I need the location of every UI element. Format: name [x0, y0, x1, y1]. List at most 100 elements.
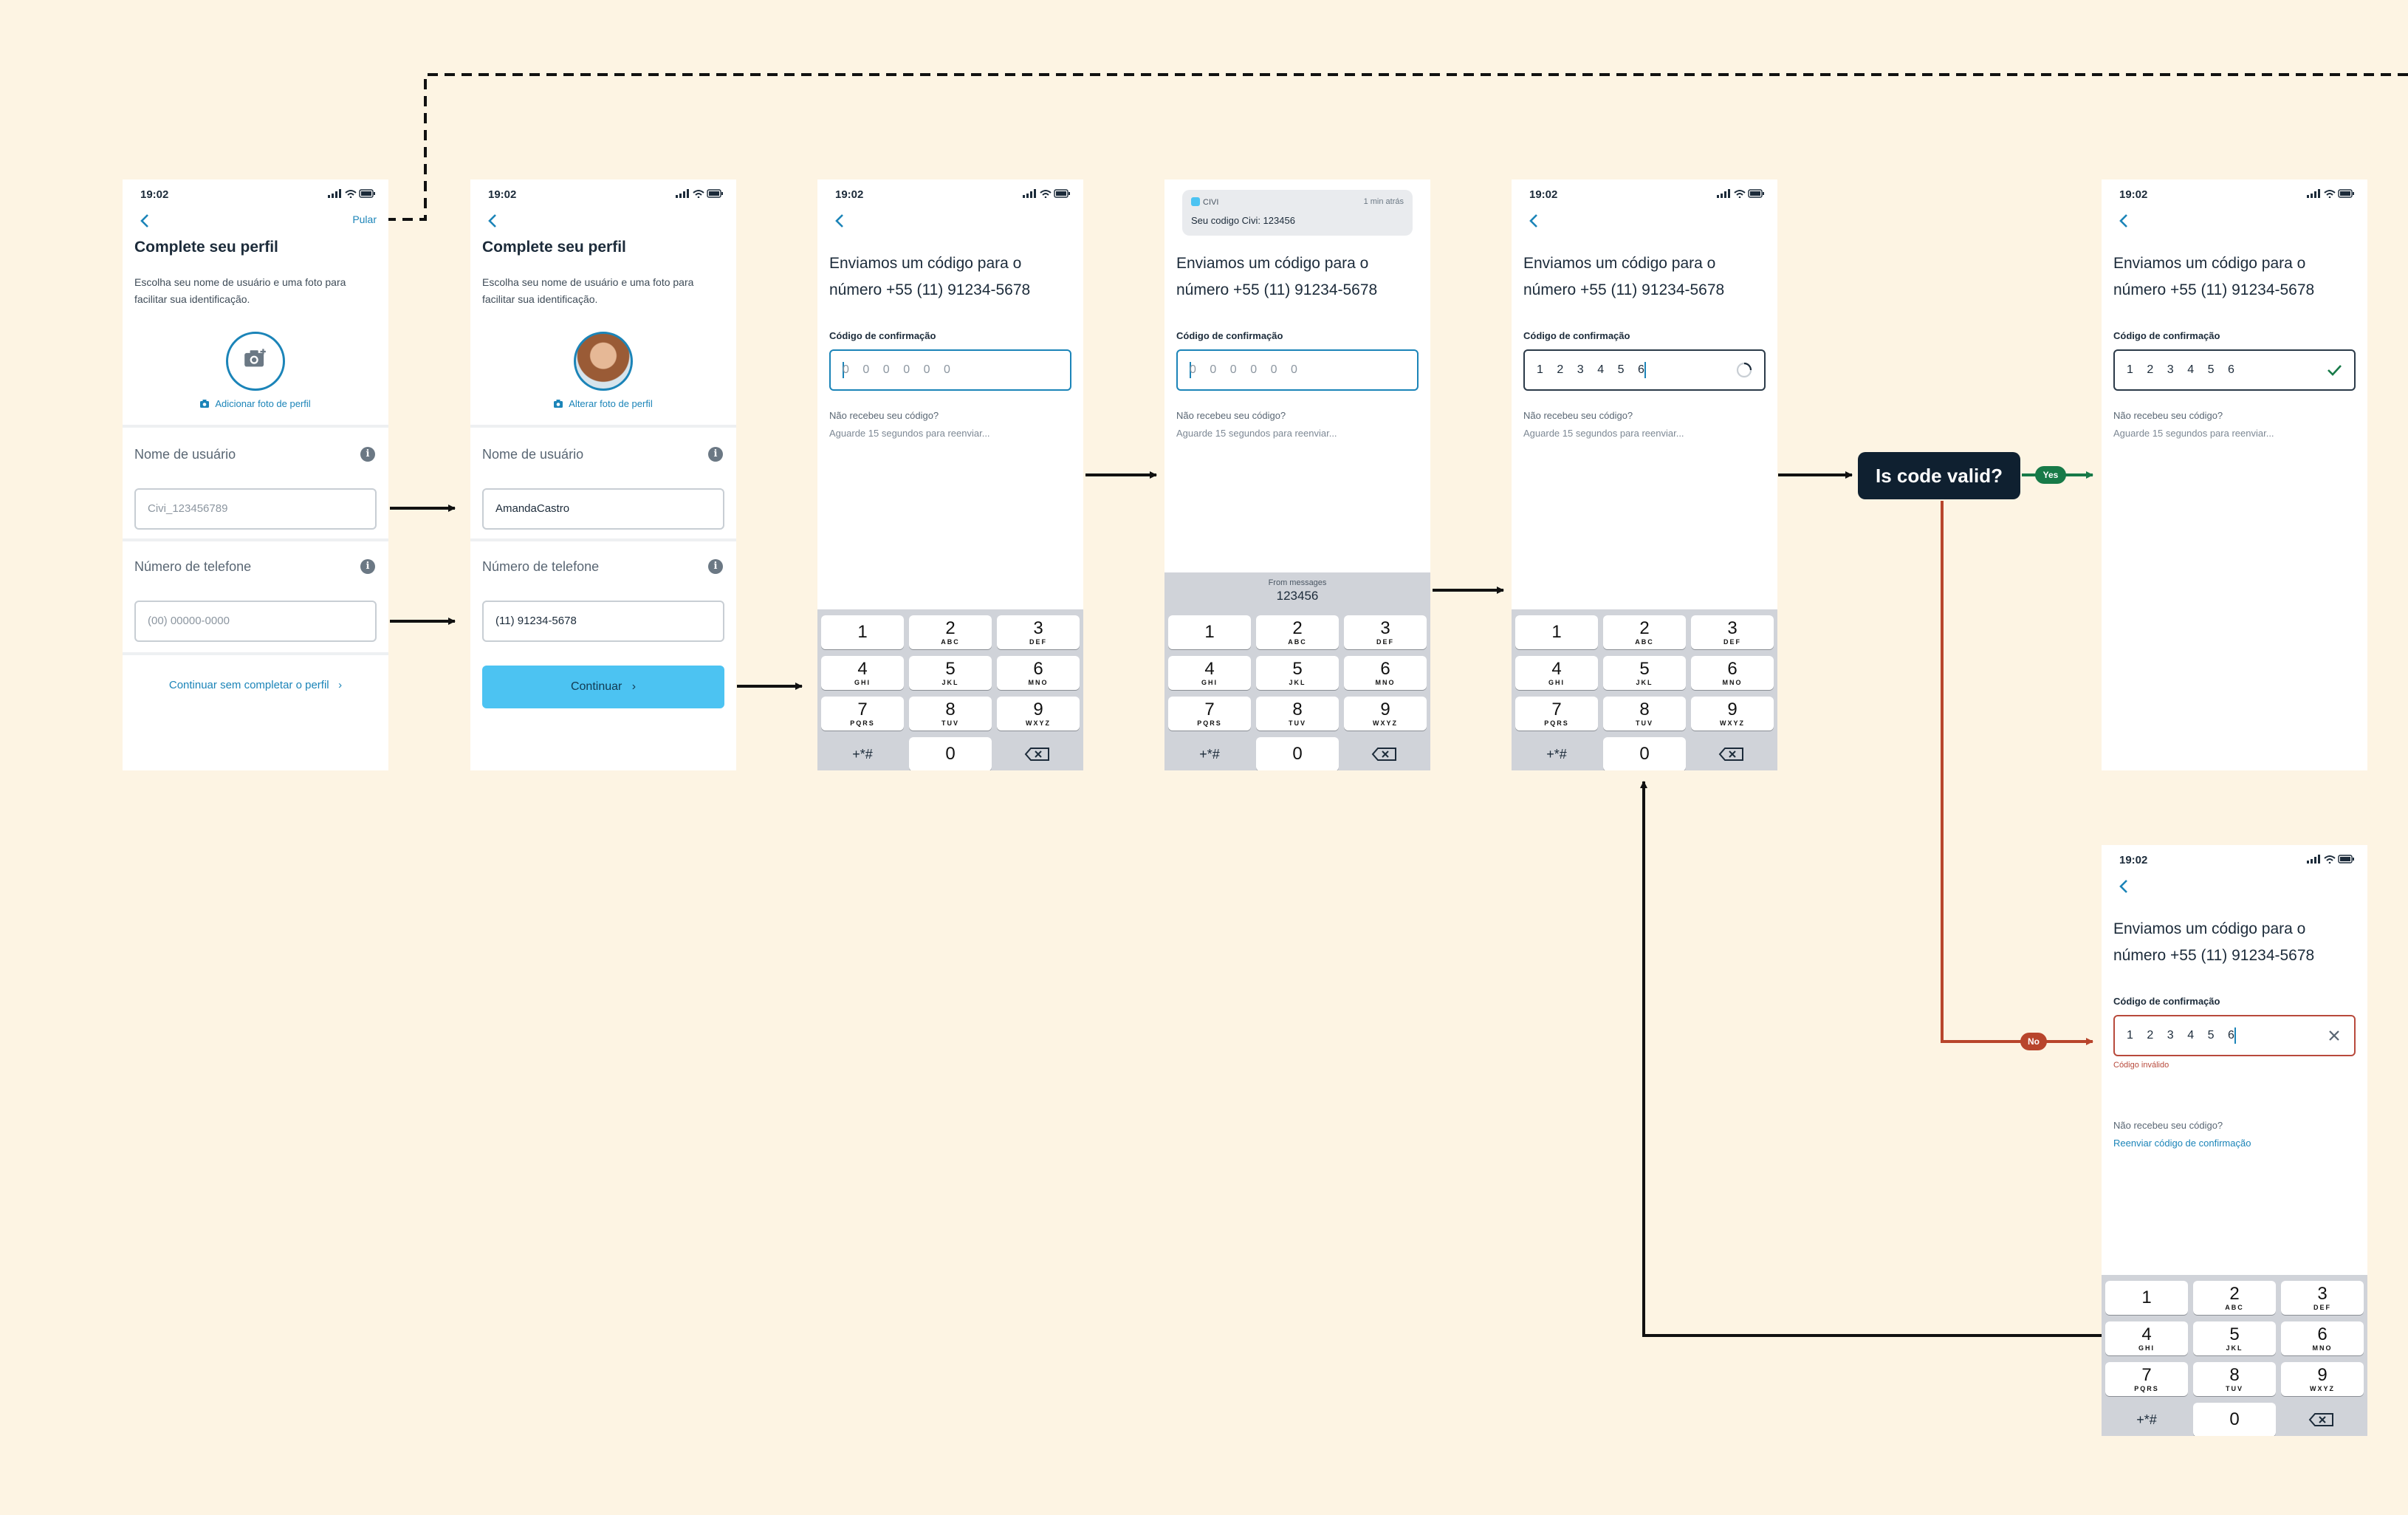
key-digit: 5 — [2229, 1324, 2240, 1344]
key-backspace[interactable] — [997, 737, 1080, 770]
chevron-left-icon[interactable] — [2116, 212, 2133, 230]
key-0[interactable]: 0 — [1256, 737, 1339, 770]
key-digit: 7 — [857, 700, 868, 719]
chevron-left-icon[interactable] — [1526, 212, 1543, 230]
key-0[interactable]: 0 — [2193, 1403, 2276, 1436]
key-digit: 3 — [1727, 618, 1738, 638]
status-icons — [1023, 189, 1070, 198]
sms-notification[interactable]: CIVI 1 min atrás Seu codigo Civi: 123456 — [1182, 190, 1413, 236]
info-icon[interactable]: i — [360, 447, 375, 462]
resend-link[interactable]: Reenviar código de confirmação — [2113, 1138, 2251, 1149]
key-1[interactable]: 1 — [1515, 615, 1598, 649]
chevron-left-icon[interactable] — [832, 212, 848, 230]
code-input[interactable]: 000000 — [829, 349, 1071, 391]
key-1[interactable]: 1 — [821, 615, 904, 649]
username-input[interactable]: Civi_123456789 — [134, 488, 377, 530]
key-digit: 4 — [1204, 659, 1215, 679]
info-icon[interactable]: i — [708, 447, 723, 462]
avatar[interactable] — [574, 332, 633, 391]
chevron-left-icon[interactable] — [485, 212, 501, 230]
avatar-placeholder[interactable] — [226, 332, 285, 391]
continue-label: Continuar — [570, 680, 622, 693]
key-0[interactable]: 0 — [1603, 737, 1686, 770]
username-label: Nome de usuário — [134, 447, 236, 462]
username-input[interactable]: AmandaCastro — [482, 488, 724, 530]
close-icon[interactable] — [2325, 1026, 2344, 1045]
key-backspace[interactable] — [2281, 1403, 2364, 1436]
phone-input[interactable]: (11) 91234-5678 — [482, 601, 724, 642]
key-letters: MNO — [1722, 679, 1743, 686]
key-digit: 3 — [1033, 618, 1043, 638]
divider — [470, 538, 736, 541]
chevron-left-icon[interactable] — [2116, 878, 2133, 895]
skip-link[interactable]: Pular — [352, 213, 377, 225]
key-symbols[interactable]: +*# — [1168, 737, 1251, 770]
verify-title: Enviamos um código para o número +55 (11… — [2113, 920, 2315, 964]
info-icon[interactable]: i — [360, 559, 375, 574]
screen-code-validating: 19:02 Enviamos um código para o número +… — [1512, 179, 1777, 770]
change-photo-link[interactable]: Alterar foto de perfil — [470, 398, 736, 409]
key-0[interactable]: 0 — [909, 737, 992, 770]
code-input[interactable]: 000000 — [1176, 349, 1419, 391]
retry-arrow — [1640, 781, 2103, 1337]
key-digit: 2 — [2229, 1284, 2240, 1304]
key-digit: 7 — [1204, 700, 1215, 719]
code-input[interactable]: 123456 — [2113, 349, 2356, 391]
key-symbols-label: +*# — [1546, 747, 1567, 762]
key-backspace[interactable] — [1344, 737, 1427, 770]
info-icon[interactable]: i — [708, 559, 723, 574]
code-suggestion[interactable]: From messages 123456 — [1164, 572, 1430, 609]
status-time: 19:02 — [140, 188, 169, 201]
key-1[interactable]: 1 — [1168, 615, 1251, 649]
code-input[interactable]: 123456 — [2113, 1015, 2356, 1056]
continue-button[interactable]: Continuar › — [482, 666, 724, 708]
key-backspace[interactable] — [1691, 737, 1774, 770]
suggestion-code: 123456 — [1276, 589, 1319, 603]
key-symbols[interactable]: +*# — [2105, 1403, 2188, 1436]
status-icons — [1717, 189, 1764, 198]
key-symbols[interactable]: +*# — [1515, 737, 1598, 770]
chevron-right-icon: › — [338, 679, 343, 691]
chevron-left-icon[interactable] — [137, 212, 154, 230]
code-label: Código de confirmação — [2113, 330, 2220, 341]
key-symbols[interactable]: +*# — [821, 737, 904, 770]
key-1[interactable]: 1 — [2105, 1281, 2188, 1315]
code-input[interactable]: 123456 — [1523, 349, 1766, 391]
continue-without-profile-link[interactable]: Continuar sem completar o perfil › — [123, 679, 388, 691]
phone-input[interactable]: (00) 00000-0000 — [134, 601, 377, 642]
add-photo-link[interactable]: Adicionar foto de perfil — [123, 398, 388, 409]
